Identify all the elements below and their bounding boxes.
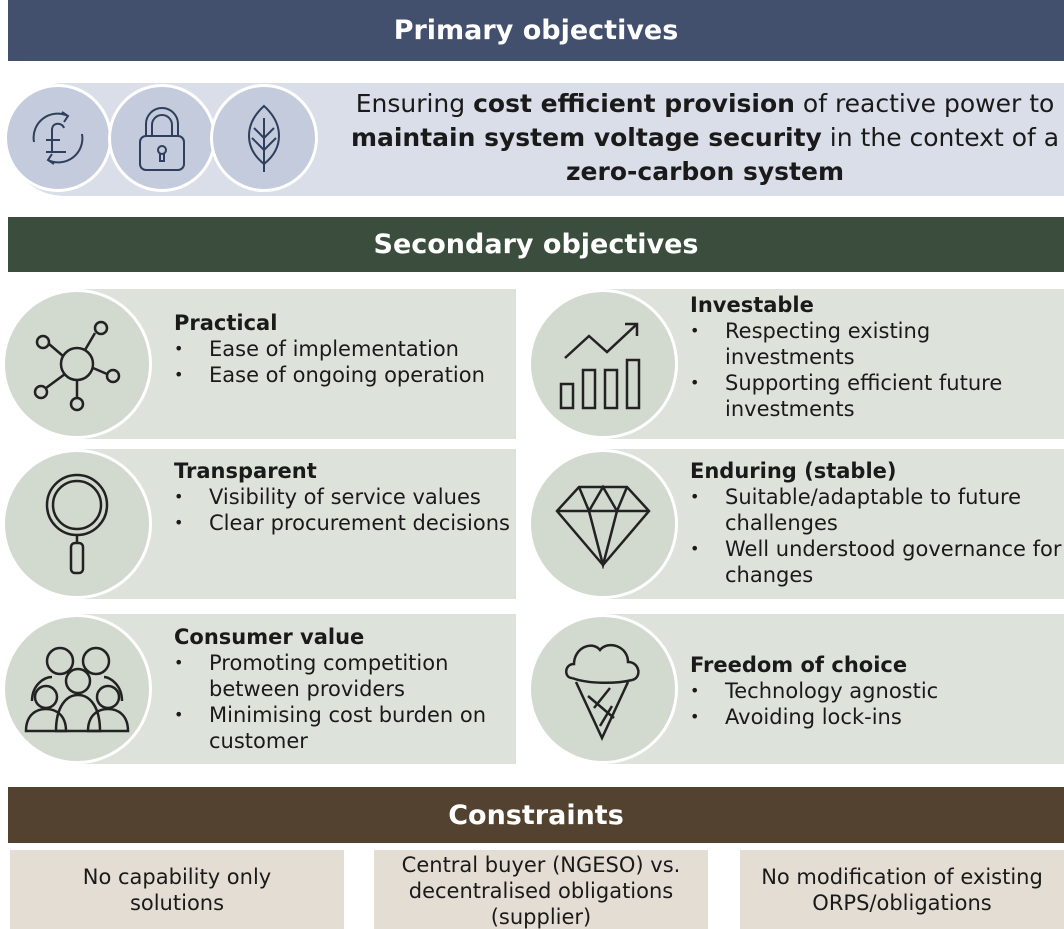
constraint-text: No capability only solutions: [82, 864, 272, 915]
diamond-icon: [528, 449, 678, 599]
padlock-icon: [108, 84, 216, 192]
bullet-item: Ease of implementation: [174, 336, 514, 362]
constraint-box: Central buyer (NGESO) vs. decentralised …: [374, 850, 708, 929]
bullet-item: Minimising cost burden on customer: [174, 702, 514, 754]
secondary-objectives-header: Secondary objectives: [8, 217, 1064, 272]
constraints-title: Constraints: [448, 799, 624, 831]
leaf-icon: [210, 84, 318, 192]
card-practical-body: Practical Ease of implementation Ease of…: [174, 310, 514, 388]
people-group-icon: [2, 614, 152, 764]
card-title: Enduring (stable): [690, 459, 897, 483]
card-title: Transparent: [174, 459, 317, 483]
bullet-item: Supporting efficient future investments: [690, 370, 1062, 422]
card-freedom-of-choice-body: Freedom of choice Technology agnostic Av…: [690, 652, 1062, 730]
constraints-header: Constraints: [8, 787, 1064, 843]
card-investable-body: Investable Respecting existing investmen…: [690, 292, 1062, 422]
magnifier-icon: [2, 449, 152, 599]
card-title: Freedom of choice: [690, 653, 908, 677]
bullet-item: Avoiding lock-ins: [690, 704, 1062, 730]
bullet-item: Technology agnostic: [690, 678, 1062, 704]
pound-cycle-icon: [4, 84, 112, 192]
bullet-item: Respecting existing investments: [690, 318, 1062, 370]
constraint-text: No modification of existing ORPS/obligat…: [761, 864, 1043, 915]
primary-objectives-title: Primary objectives: [393, 15, 679, 46]
bullet-item: Promoting competition between providers: [174, 650, 514, 702]
card-title: Practical: [174, 311, 278, 335]
card-enduring-body: Enduring (stable) Suitable/adaptable to …: [690, 458, 1064, 588]
primary-objective-text: Ensuring cost efficient provision of rea…: [350, 89, 1060, 186]
card-consumer-value-body: Consumer value Promoting competition bet…: [174, 624, 514, 754]
bullet-item: Visibility of service values: [174, 484, 514, 510]
card-title: Consumer value: [174, 625, 365, 649]
primary-objectives-header: Primary objectives: [8, 0, 1064, 61]
network-icon: [2, 289, 152, 439]
growth-chart-icon: [528, 289, 678, 439]
bullet-item: Clear procurement decisions: [174, 510, 514, 536]
bullet-item: Suitable/adaptable to future challenges: [690, 484, 1064, 536]
constraint-box: No capability only solutions: [10, 850, 344, 929]
ice-cream-icon: [528, 614, 678, 764]
constraint-text: Central buyer (NGESO) vs. decentralised …: [401, 853, 681, 929]
card-title: Investable: [690, 293, 814, 317]
bullet-item: Ease of ongoing operation: [174, 362, 514, 388]
secondary-objectives-title: Secondary objectives: [373, 229, 699, 260]
bullet-item: Well understood governance for changes: [690, 536, 1064, 588]
card-transparent-body: Transparent Visibility of service values…: [174, 458, 514, 536]
constraint-box: No modification of existing ORPS/obligat…: [740, 850, 1064, 929]
